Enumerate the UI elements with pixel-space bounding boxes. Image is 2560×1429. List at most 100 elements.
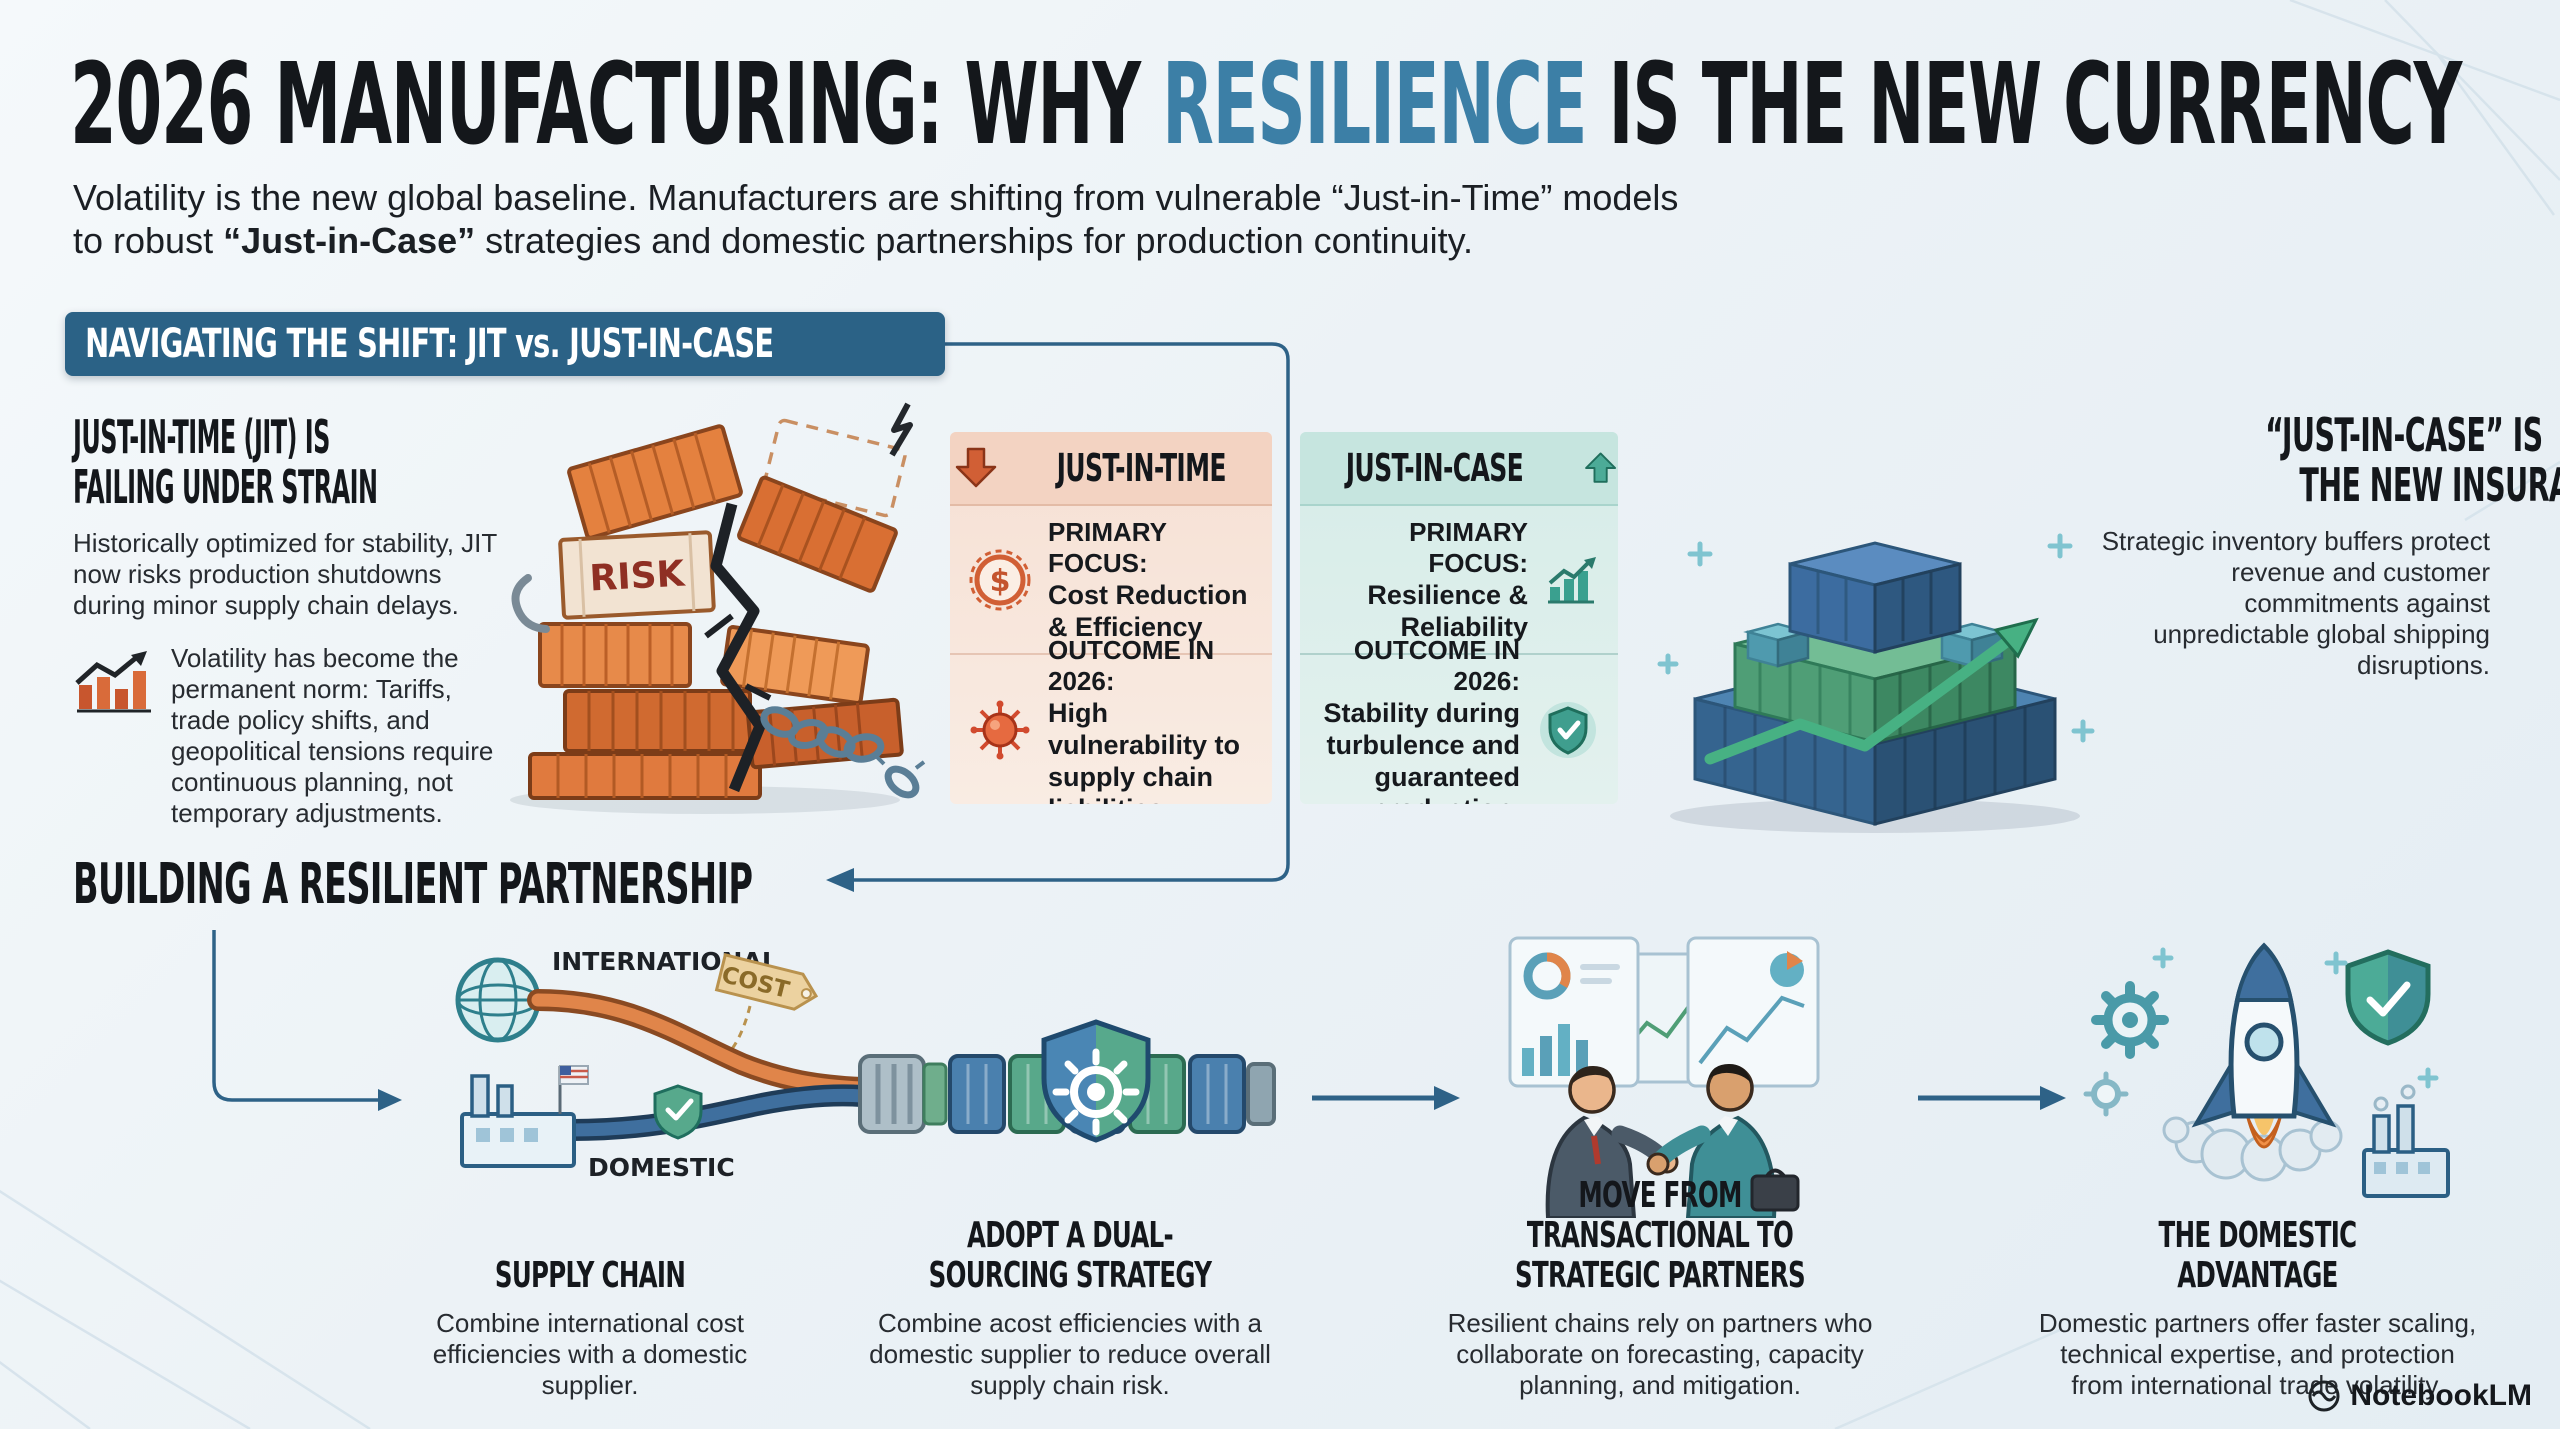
jit-header: JUST-IN-TIME (950, 432, 1272, 506)
flag-icon (559, 1065, 589, 1085)
jit-strain-para1: Historically optimized for stability, JI… (73, 528, 497, 620)
notebooklm-label: NotebookLM (2350, 1379, 2532, 1412)
partnership-heading: BUILDING A RESILIENT PARTNERSHIP (73, 852, 1205, 917)
gear-icon (1052, 1048, 1140, 1136)
chart-panel (1686, 936, 1820, 1088)
jit-column: JUST-IN-TIME $ PRIMARY FOCUS: Cost Reduc… (950, 432, 1272, 804)
fortress-top-layer (1788, 541, 1962, 654)
flow-arrow-icon (1918, 1086, 2066, 1110)
sparkle-icon (2152, 947, 2439, 1089)
jit-strain-heading-line1: JUST-IN-TIME (JIT) IS (73, 410, 330, 464)
subtitle-line2-post: strategies and domestic partnerships for… (475, 220, 1474, 261)
container-fortress-illustration (1657, 533, 2095, 833)
step-supply-chain: SUPPLY CHAIN Combine international cost … (400, 1200, 780, 1401)
jit-strain-heading-line2: FAILING UNDER STRAIN (73, 460, 378, 514)
risk-container: RISK (558, 530, 716, 620)
focus-value: Resilience & Reliability (1367, 579, 1528, 642)
shift-banner-label: NAVIGATING THE SHIFT: JIT vs. JUST-IN-CA… (85, 321, 774, 367)
subtitle-line2-bold: “Just-in-Case” (223, 220, 476, 261)
jit-strain-heading: JUST-IN-TIME (JIT) IS FAILING UNDER STRA… (73, 412, 523, 512)
jic-header: JUST-IN-CASE (1300, 432, 1618, 506)
step-body: Combine acost efficiencies with a domest… (869, 1308, 1271, 1400)
businessperson-right (1646, 1064, 1800, 1218)
coin-gear-icon: $ (969, 549, 1031, 610)
shield-check-icon (2345, 949, 2431, 1046)
curved-arrow-icon (212, 930, 402, 1111)
step-strategic-partners: MOVE FROM TRANSACTIONAL TO STRATEGIC PAR… (1425, 1176, 1895, 1401)
title-prefix: 2026 MANUFACTURING: WHY (70, 40, 1163, 170)
step-title: SUPPLY CHAIN (400, 1200, 780, 1296)
jic-header-label: JUST-IN-CASE (1345, 446, 1524, 490)
smoke-cloud (2162, 1116, 2343, 1182)
connector-line (826, 342, 1290, 892)
container-icon (737, 475, 898, 593)
step-dual-sourcing: ADOPT A DUAL-SOURCING STRATEGY Combine a… (855, 1200, 1285, 1401)
chart-panel (1508, 936, 1640, 1088)
comparison-table: JUST-IN-TIME $ PRIMARY FOCUS: Cost Reduc… (950, 432, 1618, 804)
bar-chart-icon (1548, 556, 1596, 603)
jit-outcome-row: OUTCOME IN 2026: High vulnerability to s… (950, 635, 1272, 805)
insurance-body: Strategic inventory buffers protect reve… (2101, 526, 2490, 680)
insurance-heading: “JUST-IN-CASE” IS THE NEW INSURANCE (2095, 410, 2560, 510)
subtitle-line1: Volatility is the new global baseline. M… (73, 177, 1679, 218)
page-subtitle: Volatility is the new global baseline. M… (73, 176, 1823, 262)
shield-check-icon (1540, 701, 1596, 758)
step-domestic-advantage: THE DOMESTIC ADVANTAGE Domestic partners… (2030, 1200, 2485, 1401)
page-title: 2026 MANUFACTURING: WHY RESILIENCE IS TH… (70, 40, 2462, 170)
step-title-label: ADOPT A DUAL-SOURCING STRATEGY (928, 1215, 1212, 1296)
sparkle-icon (1657, 533, 2095, 743)
handshake-illustration (1508, 936, 1820, 1218)
virus-icon (970, 700, 1030, 759)
container-icon (567, 424, 743, 540)
ghost-container-icon (763, 418, 907, 518)
broken-chain-icon (760, 706, 926, 799)
step-body: Domestic partners offer faster scaling, … (2038, 1308, 2477, 1400)
volatility-chart-icon (75, 651, 151, 713)
cable-shield-gear-icon (1041, 1019, 1151, 1143)
step-title-label: SUPPLY CHAIN (494, 1255, 686, 1296)
down-arrow-icon (955, 447, 997, 488)
jit-header-label: JUST-IN-TIME (1056, 446, 1226, 490)
insurance-block: “JUST-IN-CASE” IS THE NEW INSURANCE Stra… (2095, 410, 2560, 681)
subtitle-line2-pre: to robust (73, 220, 224, 261)
rocket-illustration (2083, 942, 2450, 1198)
insurance-heading-line1: “JUST-IN-CASE” IS (2265, 408, 2543, 462)
title-highlight: RESILIENCE (1162, 40, 1587, 170)
dollar-glyph: $ (990, 564, 1011, 599)
jic-outcome-row: OUTCOME IN 2026: Stability during turbul… (1300, 635, 1618, 805)
broken-containers-illustration: RISK (510, 402, 926, 814)
step-title-label: THE DOMESTIC ADVANTAGE (2158, 1215, 2358, 1296)
outcome-value: High vulnerability to supply chain liabi… (1048, 697, 1241, 805)
flow-arrow-icon (1312, 1086, 1460, 1110)
factory-icon (460, 1065, 589, 1168)
step-title: THE DOMESTIC ADVANTAGE (2030, 1200, 2485, 1296)
jic-focus-row: PRIMARY FOCUS: Resilience & Reliability (1300, 506, 1618, 655)
growth-arrow-icon (1704, 617, 2039, 765)
shift-banner: NAVIGATING THE SHIFT: JIT vs. JUST-IN-CA… (65, 312, 945, 376)
focus-label: PRIMARY FOCUS: (1409, 516, 1528, 578)
insurance-heading-line2: THE NEW INSURANCE (2299, 458, 2560, 512)
up-arrow-icon (1584, 452, 1616, 483)
partnership-heading-label: BUILDING A RESILIENT PARTNERSHIP (73, 852, 753, 917)
gear-icon (2083, 1071, 2129, 1117)
step-title: ADOPT A DUAL-SOURCING STRATEGY (855, 1200, 1285, 1296)
focus-value: Cost Reduction & Efficiency (1048, 579, 1248, 642)
notebooklm-watermark: NotebookLM (2307, 1379, 2532, 1413)
domestic-label: DOMESTIC (588, 1153, 735, 1182)
focus-label: PRIMARY FOCUS: (1048, 516, 1167, 578)
crack-icon (710, 502, 766, 793)
briefcase-icon (1750, 1168, 1800, 1212)
outcome-value: Stability during turbulence and guarante… (1323, 697, 1520, 805)
factory-icon (2362, 1084, 2450, 1198)
outcome-label: OUTCOME IN 2026: (1048, 634, 1215, 696)
hook-icon (511, 574, 550, 633)
crack-bolt-icon (889, 402, 913, 457)
jit-focus-row: $ PRIMARY FOCUS: Cost Reduction & Effici… (950, 506, 1272, 655)
dual-sourcing-illustration: INTERNATIONAL COST (455, 947, 1276, 1182)
cable-connector (858, 1054, 948, 1134)
notebooklm-logo-icon (2308, 1380, 2340, 1412)
globe-icon (455, 957, 541, 1043)
jic-column: JUST-IN-CASE PRIMARY FOCUS: Resilience &… (1300, 432, 1618, 804)
